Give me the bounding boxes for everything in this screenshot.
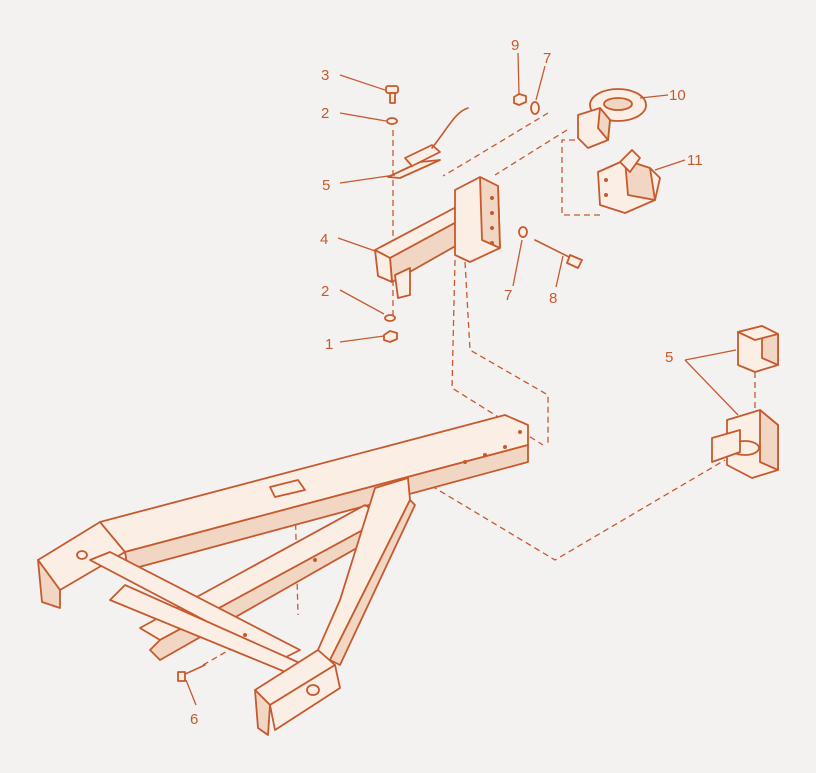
callout-3: 3 [321,67,329,84]
callout-1: 1 [325,336,333,353]
pintle-hook [597,149,661,214]
callout-7-right: 7 [504,287,512,304]
callout-labels: 3 2 5 4 2 1 9 7 10 11 7 8 5 6 [190,37,703,728]
receptacle-box [711,325,779,479]
callout-leaders [185,52,739,706]
callout-5-light: 5 [322,177,330,194]
callout-2-bottom: 2 [321,283,329,300]
drawbar-mount [374,176,501,299]
light-plug-assembly [387,107,469,179]
callout-11: 11 [687,152,703,169]
lunette-eye [577,88,647,149]
hardware [177,85,583,682]
callout-9: 9 [511,37,519,54]
callout-10: 10 [669,87,686,104]
callout-6: 6 [190,711,198,728]
callout-5-receptacle: 5 [665,349,673,366]
callout-7-top: 7 [543,50,551,67]
callout-4: 4 [320,231,328,248]
callout-8: 8 [549,290,557,307]
callout-2-top: 2 [321,105,329,122]
trailer-frame [37,414,529,736]
